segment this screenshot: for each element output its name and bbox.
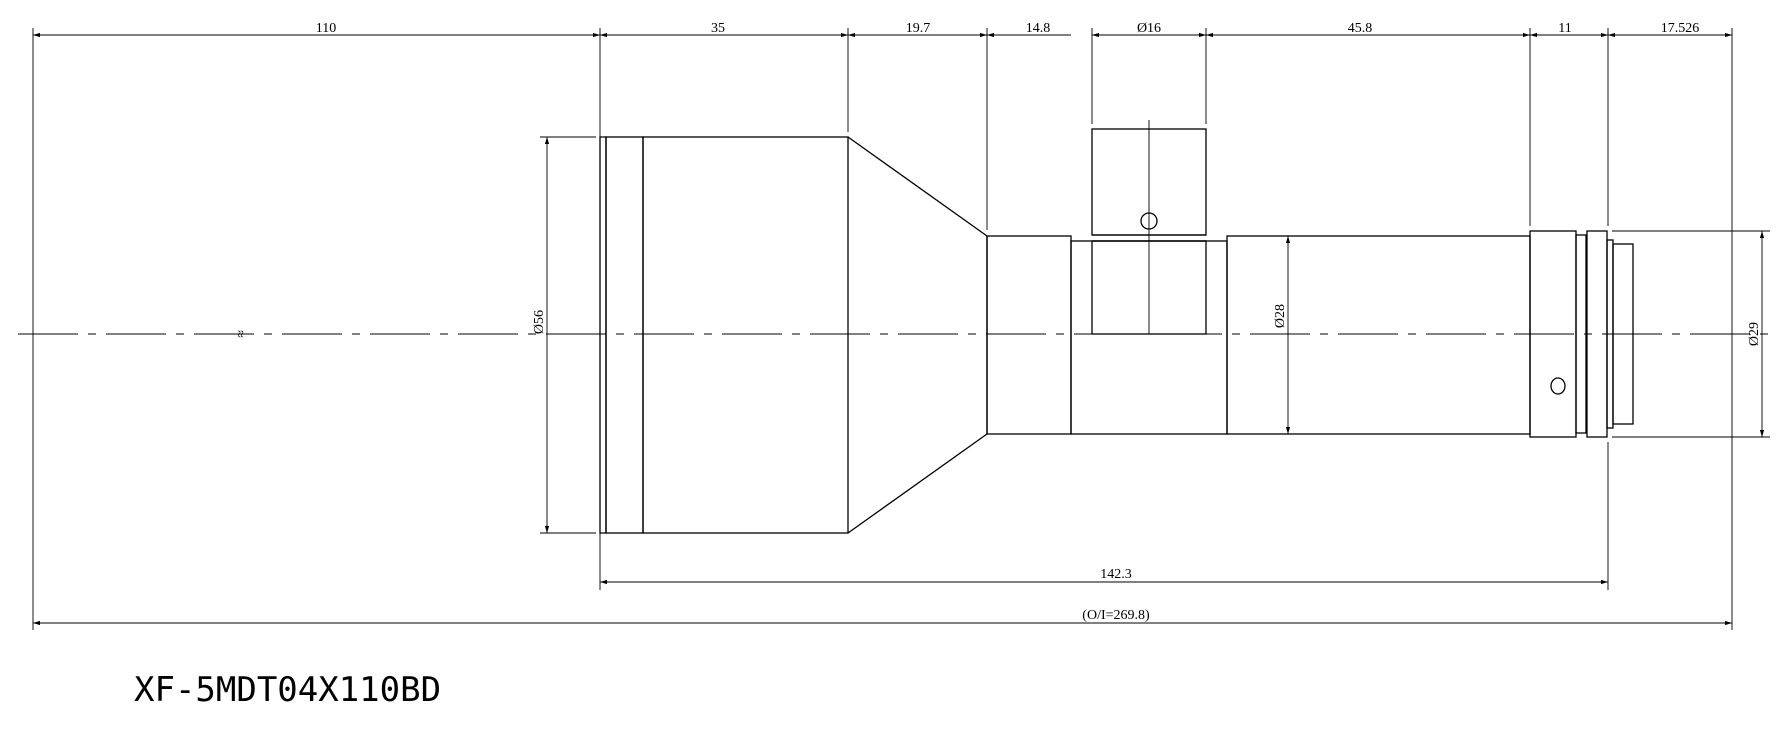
front-lip xyxy=(599,136,607,534)
dim-mid-tube: 45.8 xyxy=(1348,21,1373,36)
dim-ring: 11 xyxy=(1558,21,1571,36)
mid-tube xyxy=(1226,235,1531,435)
taper-top xyxy=(847,136,988,237)
dim-overall-length: 142.3 xyxy=(1100,567,1132,582)
top-dimension-chain: 110 35 19.7 14.8 Ø16 45.8 11 17.526 xyxy=(33,21,1732,38)
dim-flange: 17.526 xyxy=(1661,21,1700,36)
rear-screw-icon xyxy=(1550,377,1566,395)
knob-screw-icon xyxy=(1140,212,1158,230)
axis-break-mark: ≈ xyxy=(232,330,247,338)
dim-tube-diameter: Ø28 xyxy=(1273,304,1288,328)
dim-front-diameter: Ø56 xyxy=(532,310,547,334)
front-barrel xyxy=(642,136,849,534)
extension-lines xyxy=(32,28,1770,630)
dim-knob-diameter: Ø16 xyxy=(1137,21,1161,36)
model-title: XF-5MDT04X110BD xyxy=(134,670,441,710)
dim-front-barrel: 35 xyxy=(711,21,725,36)
tube-section xyxy=(986,235,1072,435)
front-ring xyxy=(605,136,644,534)
taper-bottom xyxy=(847,433,988,534)
bottom-dimensions: 142.3 (O/I=269.8) xyxy=(33,567,1732,626)
diameter-dimensions: Ø56 Ø28 Ø29 xyxy=(532,137,1765,533)
dim-tube-section: 14.8 xyxy=(1026,21,1051,36)
dim-object-to-image: (O/I=269.8) xyxy=(1082,608,1150,623)
lens-body xyxy=(599,120,1634,534)
dim-working-distance: 110 xyxy=(316,21,336,36)
dim-mount-diameter: Ø29 xyxy=(1747,322,1762,346)
mount-thread xyxy=(1612,243,1634,425)
dim-taper: 19.7 xyxy=(906,21,931,36)
rear-ring-step xyxy=(1575,234,1587,434)
